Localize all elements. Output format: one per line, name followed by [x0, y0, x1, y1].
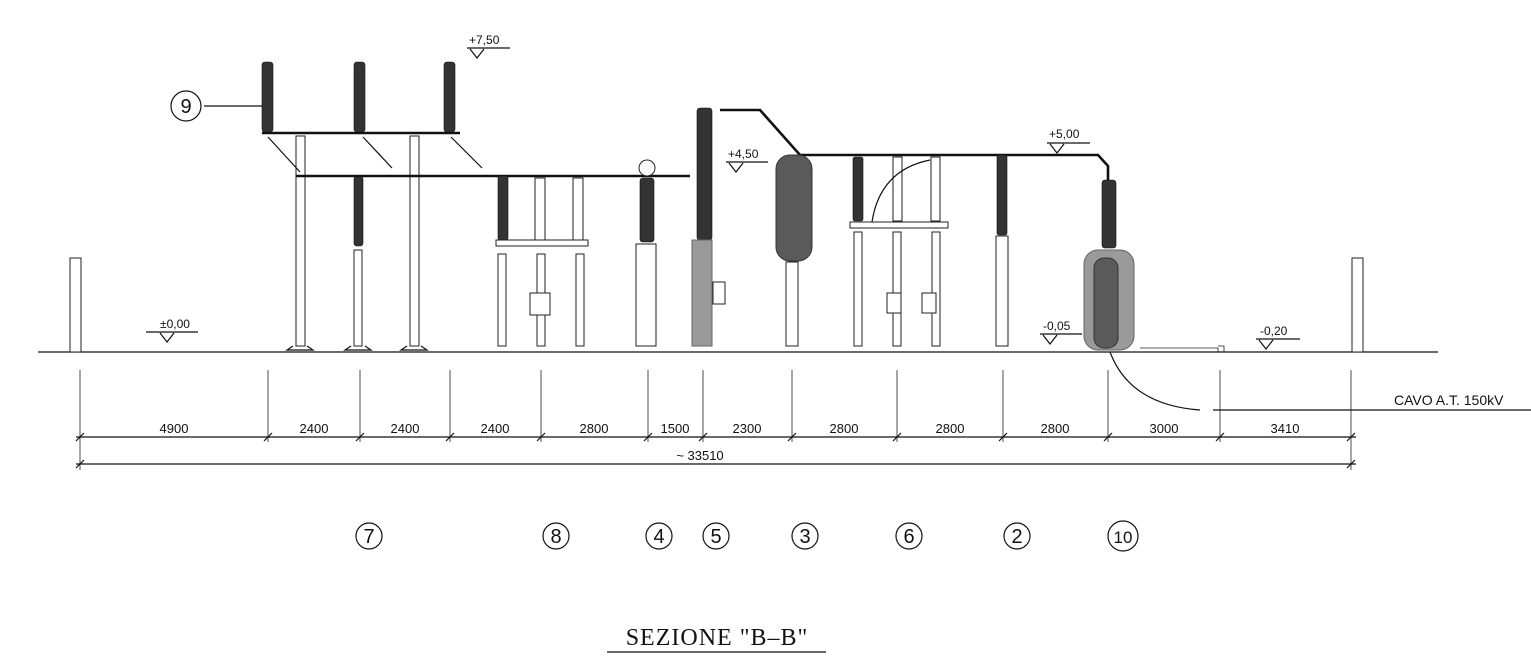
- dimension-value: 2800: [936, 421, 965, 436]
- dimension-value: 2800: [830, 421, 859, 436]
- disconnector-6: [849, 156, 949, 347]
- dimension-value: 2400: [391, 421, 420, 436]
- fence-post-right: [1351, 257, 1364, 353]
- dimension-value: 3410: [1271, 421, 1300, 436]
- level-marker: +5,00: [1047, 127, 1090, 154]
- dimension-value: 3000: [1150, 421, 1179, 436]
- dimension-value: 1500: [661, 421, 690, 436]
- callout-7: 7: [355, 522, 383, 550]
- callout-6: 6: [895, 522, 923, 550]
- callout-9: 9: [170, 90, 202, 122]
- level-text: -0,05: [1043, 319, 1071, 333]
- equipment-2: [995, 154, 1009, 347]
- dimension-value: 2400: [300, 421, 329, 436]
- dimension-value: 4900: [160, 421, 189, 436]
- equipment-3: [775, 154, 813, 347]
- callout-number: 9: [180, 96, 191, 118]
- section-title: SEZIONE "B–B": [626, 625, 809, 651]
- cable-trench: [1140, 345, 1225, 352]
- level-text: +7,50: [469, 33, 500, 47]
- dimension-chain: [75, 370, 1531, 470]
- total-dimension: ~ 33510: [676, 448, 723, 463]
- callout-5: 5: [702, 522, 730, 550]
- disconnector-8: [495, 175, 589, 347]
- cable-label: CAVO A.T. 150kV: [1394, 392, 1504, 408]
- dimension-value: 2800: [580, 421, 609, 436]
- level-text: ±0,00: [160, 317, 190, 331]
- level-markers: +7,50 +4,50 +5,00 ±0,00 -0,05 -0,20: [146, 33, 1300, 350]
- callout-3: 3: [791, 522, 819, 550]
- equipment-4: [635, 159, 657, 347]
- level-marker: +4,50: [726, 147, 768, 173]
- cable-termination-10: [1083, 179, 1201, 411]
- callout-2: 2: [1003, 522, 1031, 550]
- callout-number: 6: [903, 526, 914, 548]
- level-marker: -0,05: [1040, 319, 1082, 345]
- gantry-structure: [261, 61, 483, 351]
- callout-4: 4: [645, 522, 673, 550]
- equipment-5: [691, 107, 726, 347]
- callout-number: 7: [363, 526, 374, 548]
- level-marker: +7,50: [467, 33, 510, 59]
- callout-10: 10: [1107, 520, 1139, 552]
- callout-number: 2: [1011, 526, 1022, 548]
- level-text: -0,20: [1260, 324, 1288, 338]
- level-text: +4,50: [728, 147, 759, 161]
- callout-8: 8: [542, 522, 570, 550]
- callout-number: 3: [799, 526, 810, 548]
- busbar-upper: [720, 108, 1110, 180]
- callout-number: 5: [710, 526, 721, 548]
- dimension-value: 2400: [481, 421, 510, 436]
- callout-number: 4: [653, 526, 664, 548]
- callout-number: 8: [550, 526, 561, 548]
- level-marker: ±0,00: [146, 317, 198, 343]
- fence-post-left: [69, 257, 82, 353]
- level-text: +5,00: [1049, 127, 1080, 141]
- dimension-value: 2800: [1041, 421, 1070, 436]
- level-marker: -0,20: [1256, 324, 1300, 350]
- dimension-value: 2300: [733, 421, 762, 436]
- callout-number: 10: [1114, 528, 1133, 547]
